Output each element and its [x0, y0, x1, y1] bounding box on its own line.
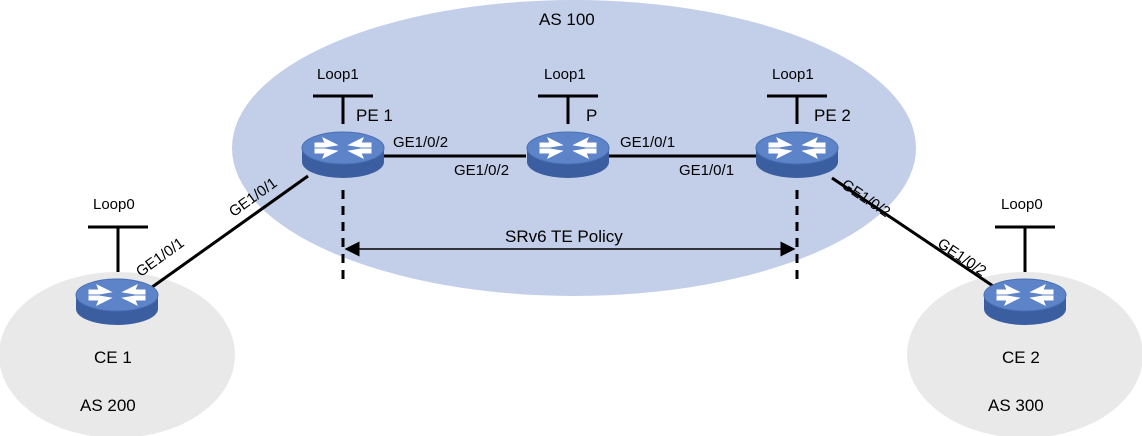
- router-p-icon: [526, 131, 610, 179]
- pe2-ge101-label: GE1/0/1: [679, 162, 735, 179]
- loopback-ce1: [88, 225, 148, 272]
- router-ce2-icon: [983, 278, 1067, 326]
- as200-area: [0, 272, 235, 436]
- as200-label: AS 200: [80, 396, 136, 415]
- ce1-name: CE 1: [94, 348, 132, 367]
- pe1-ge102-label: GE1/0/2: [393, 134, 449, 151]
- p-ge101-label: GE1/0/1: [620, 134, 676, 151]
- pe2-loopback-label: Loop1: [772, 66, 814, 83]
- link-pe2-ce2: [831, 176, 997, 290]
- router-pe2-icon: [755, 131, 839, 179]
- loopback-pe1: [313, 94, 373, 124]
- ce2-name: CE 2: [1002, 348, 1040, 367]
- loopback-p: [538, 94, 598, 124]
- as300-area: [907, 272, 1142, 436]
- router-ce1-icon: [75, 278, 159, 326]
- p-ge102-label: GE1/0/2: [454, 162, 510, 179]
- p-loopback-label: Loop1: [544, 66, 586, 83]
- ce2-loopback-label: Loop0: [1001, 196, 1043, 213]
- as300-label: AS 300: [988, 396, 1044, 415]
- srv6-te-policy-label: SRv6 TE Policy: [505, 227, 623, 246]
- as100-label: AS 100: [539, 10, 595, 29]
- router-pe1-icon: [301, 131, 385, 179]
- loopback-pe2: [767, 94, 827, 124]
- loopback-ce2: [995, 225, 1055, 272]
- link-ce1-pe1: [147, 174, 309, 292]
- pe1-loopback-label: Loop1: [317, 66, 359, 83]
- ce1-loopback-label: Loop0: [93, 196, 135, 213]
- pe1-name: PE 1: [356, 106, 393, 125]
- pe2-name: PE 2: [814, 106, 851, 125]
- p-name: P: [586, 106, 598, 125]
